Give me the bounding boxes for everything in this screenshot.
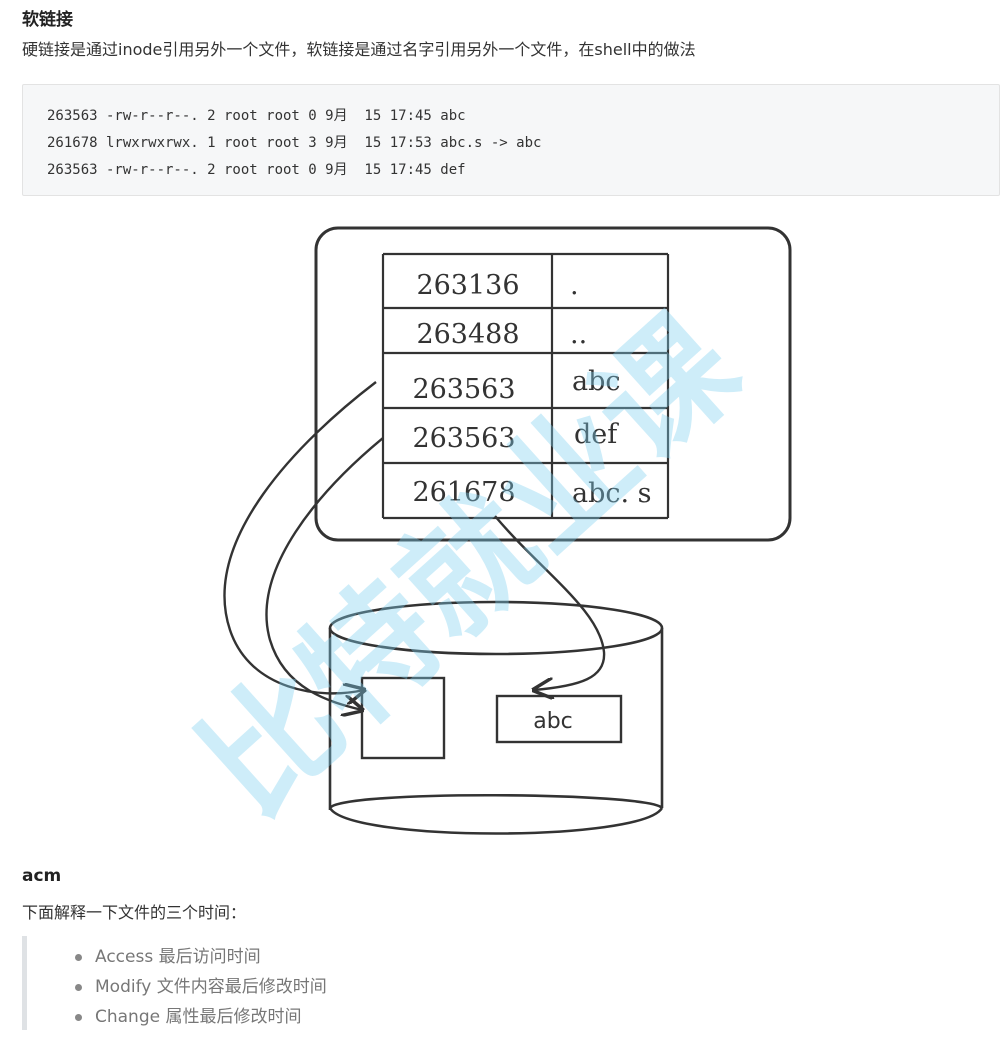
data-block-label: abc — [533, 709, 573, 734]
table-cell-name: abc — [572, 366, 621, 397]
list-item: Access 最后访问时间 — [75, 942, 627, 972]
section-description-acm: 下面解释一下文件的三个时间： — [22, 903, 247, 922]
inode-table — [381, 252, 670, 520]
code-line: 263563 -rw-r--r--. 2 root root 0 9月 15 1… — [47, 108, 466, 124]
code-line: 263563 -rw-r--r--. 2 root root 0 9月 15 1… — [47, 162, 466, 178]
table-cell-name: . — [570, 270, 579, 301]
time-list: Access 最后访问时间 Modify 文件内容最后修改时间 Change 属… — [27, 936, 627, 1032]
list-item: Modify 文件内容最后修改时间 — [75, 972, 627, 1002]
table-cell-inode: 263563 — [412, 423, 515, 454]
link-diagram: 263136 . 263488 .. 263563 abc 263563 def… — [173, 226, 792, 845]
table-cell-inode: 263488 — [416, 319, 519, 350]
code-line: 261678 lrwxrwxrwx. 1 root root 3 9月 15 1… — [47, 135, 542, 151]
table-cell-name: def — [574, 419, 619, 450]
table-cell-inode: 263136 — [416, 270, 519, 301]
link-arrows — [223, 381, 606, 710]
data-block-abc — [495, 694, 623, 744]
time-list-quote: Access 最后访问时间 Modify 文件内容最后修改时间 Change 属… — [22, 936, 627, 1030]
section-title-softlink: 软链接 — [22, 10, 73, 30]
code-block: 263563 -rw-r--r--. 2 root root 0 9月 15 1… — [22, 84, 1000, 196]
watermark-text: 比特就业课 — [173, 288, 767, 845]
table-cell-inode: 263563 — [412, 374, 515, 405]
section-description-softlink: 硬链接是通过inode引用另外一个文件，软链接是通过名字引用另外一个文件，在sh… — [22, 40, 696, 59]
table-cell-name: abc. s — [572, 478, 652, 509]
table-cell-inode: 261678 — [412, 477, 515, 508]
table-cell-name: .. — [570, 319, 587, 350]
data-block-empty — [360, 676, 446, 760]
directory-box — [314, 226, 792, 542]
section-title-acm: acm — [22, 866, 62, 886]
list-item: Change 属性最后修改时间 — [75, 1002, 627, 1032]
disk-cylinder — [328, 600, 664, 835]
